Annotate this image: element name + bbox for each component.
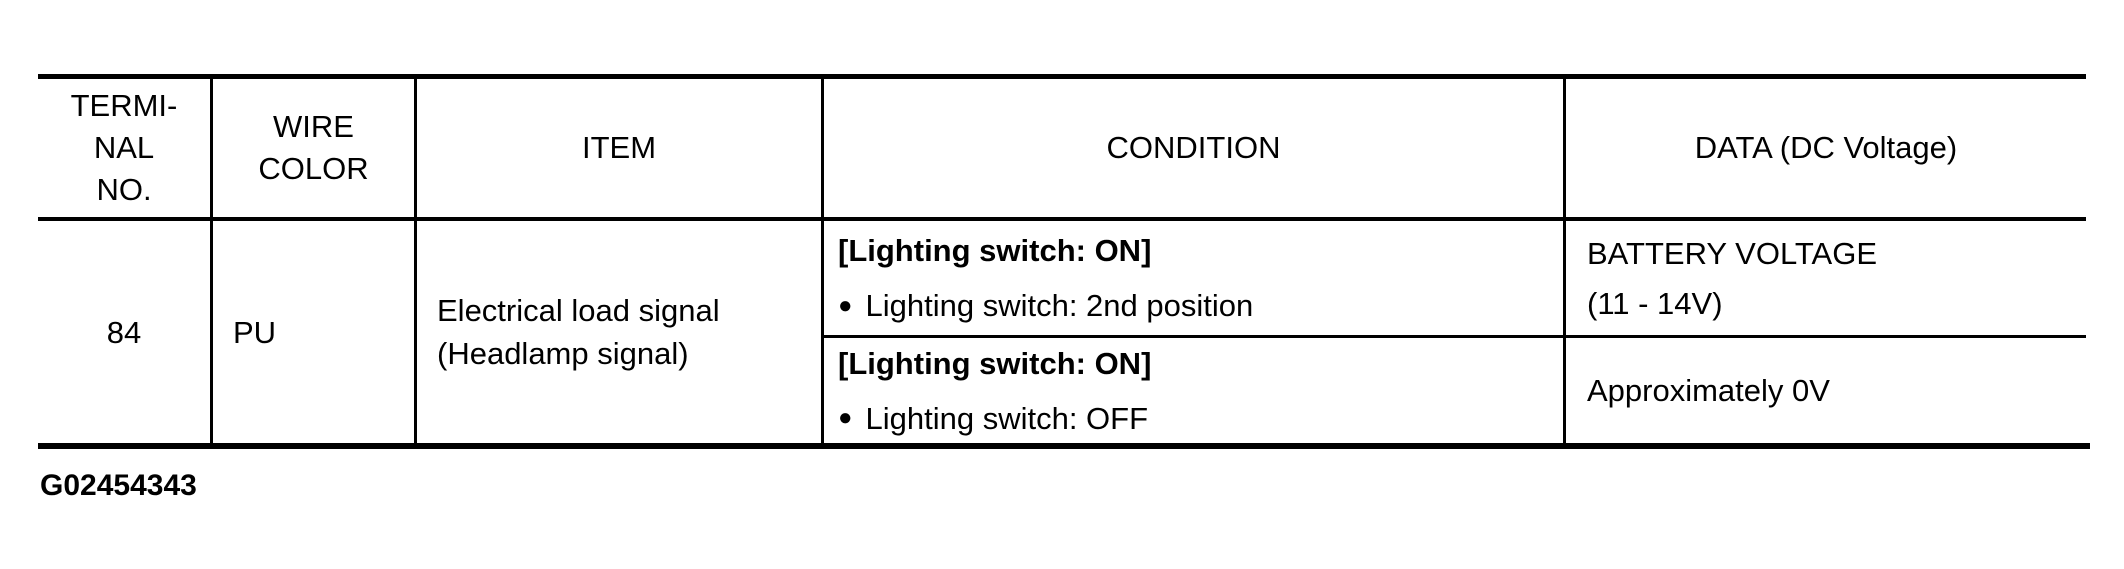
column-divider-item-condition [821,74,824,449]
header-condition: CONDITION [824,78,1563,217]
header-data-dc-voltage: DATA (DC Voltage) [1566,78,2086,217]
subrow-divider [821,335,2086,338]
condition-2-bullet-text: Lighting switch: OFF [865,400,1149,436]
wire-color-value: PU [233,314,277,350]
cell-terminal-no: 84 [38,221,210,443]
condition-2-bullet-line: ● Lighting switch: OFF [838,397,1563,440]
header-terminal-line-2: NAL [93,129,155,165]
data-1-line-2: (11 - 14V) [1587,285,1723,321]
bullet-icon: ● [838,291,853,319]
item-line-1: Electrical load signal [437,293,720,328]
condition-1-header: [Lighting switch: ON] [838,233,1152,268]
column-divider-terminal-wire [210,74,213,449]
header-terminal-line-3: NO. [96,171,152,207]
data-2-line-1: Approximately 0V [1587,373,1830,408]
header-data-label: DATA (DC Voltage) [1694,129,1958,165]
column-divider-condition-data [1563,74,1566,449]
cell-condition-2: [Lighting switch: ON] ● Lighting switch:… [824,338,1563,443]
cell-item: Electrical load signal (Headlamp signal) [417,221,821,443]
header-wire-color: WIRE COLOR [213,78,414,217]
condition-1-bullet-line: ● Lighting switch: 2nd position [838,284,1563,327]
terminal-no-value: 84 [106,314,142,350]
header-terminal-line-1: TERMI- [70,87,178,123]
item-line-2: (Headlamp signal) [437,336,689,371]
cell-condition-1: [Lighting switch: ON] ● Lighting switch:… [824,221,1563,335]
header-condition-label: CONDITION [1106,129,1281,165]
bullet-icon: ● [838,404,853,431]
figure-id: G02454343 [40,469,197,502]
table-header-separator [38,217,2086,221]
cell-wire-color: PU [213,221,414,443]
table-bottom-border [38,443,2090,449]
cell-data-2: Approximately 0V [1566,338,2086,443]
table-top-border [38,74,2086,79]
condition-1-bullet-text: Lighting switch: 2nd position [865,288,1254,323]
condition-2-header: [Lighting switch: ON] [838,345,1152,381]
header-terminal-no: TERMI- NAL NO. [38,78,210,217]
cell-data-1: BATTERY VOLTAGE (11 - 14V) [1566,221,2086,335]
header-wire-line-2: COLOR [258,150,369,186]
header-item-label: ITEM [581,129,657,165]
header-wire-line-1: WIRE [273,108,354,144]
column-divider-wire-item [414,74,417,449]
data-1-line-1: BATTERY VOLTAGE [1587,235,1877,271]
header-item: ITEM [417,78,821,217]
